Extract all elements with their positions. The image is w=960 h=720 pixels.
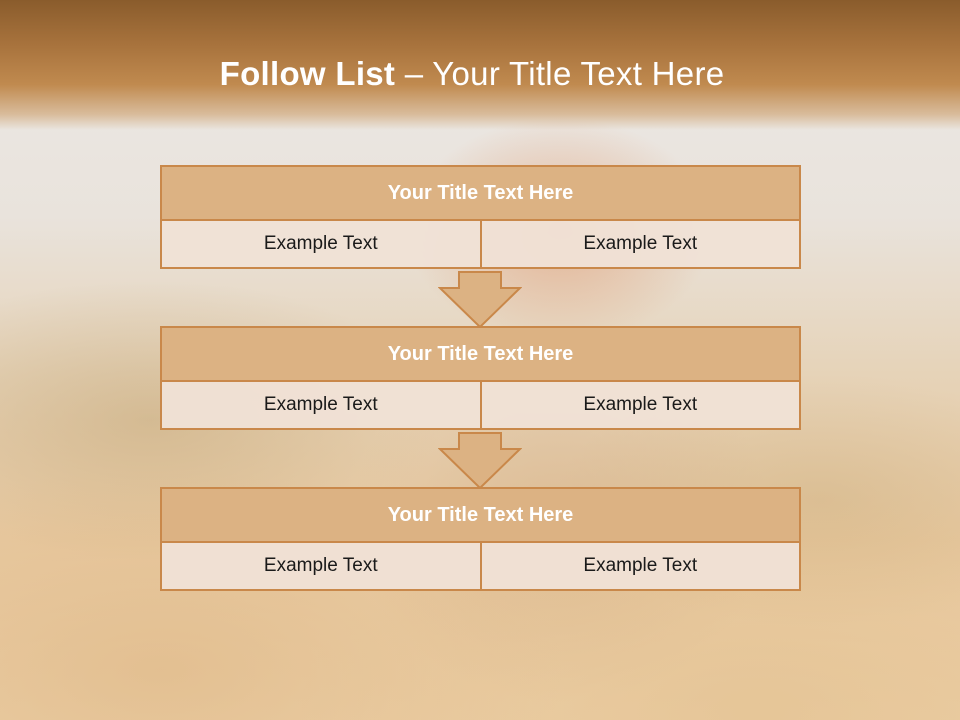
block-title: Your Title Text Here <box>160 326 801 382</box>
block-cell-right: Example Text <box>481 219 801 269</box>
slide-title-bold: Follow List <box>219 55 396 92</box>
slide-title: Follow List – Your Title Text Here <box>0 55 944 93</box>
list-block-1: Your Title Text Here Example Text Exampl… <box>160 165 801 269</box>
list-block-3: Your Title Text Here Example Text Exampl… <box>160 487 801 591</box>
block-title: Your Title Text Here <box>160 165 801 221</box>
arrow-down-icon <box>438 432 522 490</box>
block-row: Example Text Example Text <box>160 380 801 430</box>
block-cell-right: Example Text <box>481 380 801 430</box>
block-cell-left: Example Text <box>160 380 482 430</box>
arrow-down-icon <box>438 271 522 329</box>
block-title: Your Title Text Here <box>160 487 801 543</box>
block-cell-right: Example Text <box>481 541 801 591</box>
slide-title-rest: – Your Title Text Here <box>395 55 725 92</box>
block-row: Example Text Example Text <box>160 541 801 591</box>
block-cell-left: Example Text <box>160 541 482 591</box>
header-band <box>0 0 960 130</box>
block-row: Example Text Example Text <box>160 219 801 269</box>
list-block-2: Your Title Text Here Example Text Exampl… <box>160 326 801 430</box>
block-cell-left: Example Text <box>160 219 482 269</box>
